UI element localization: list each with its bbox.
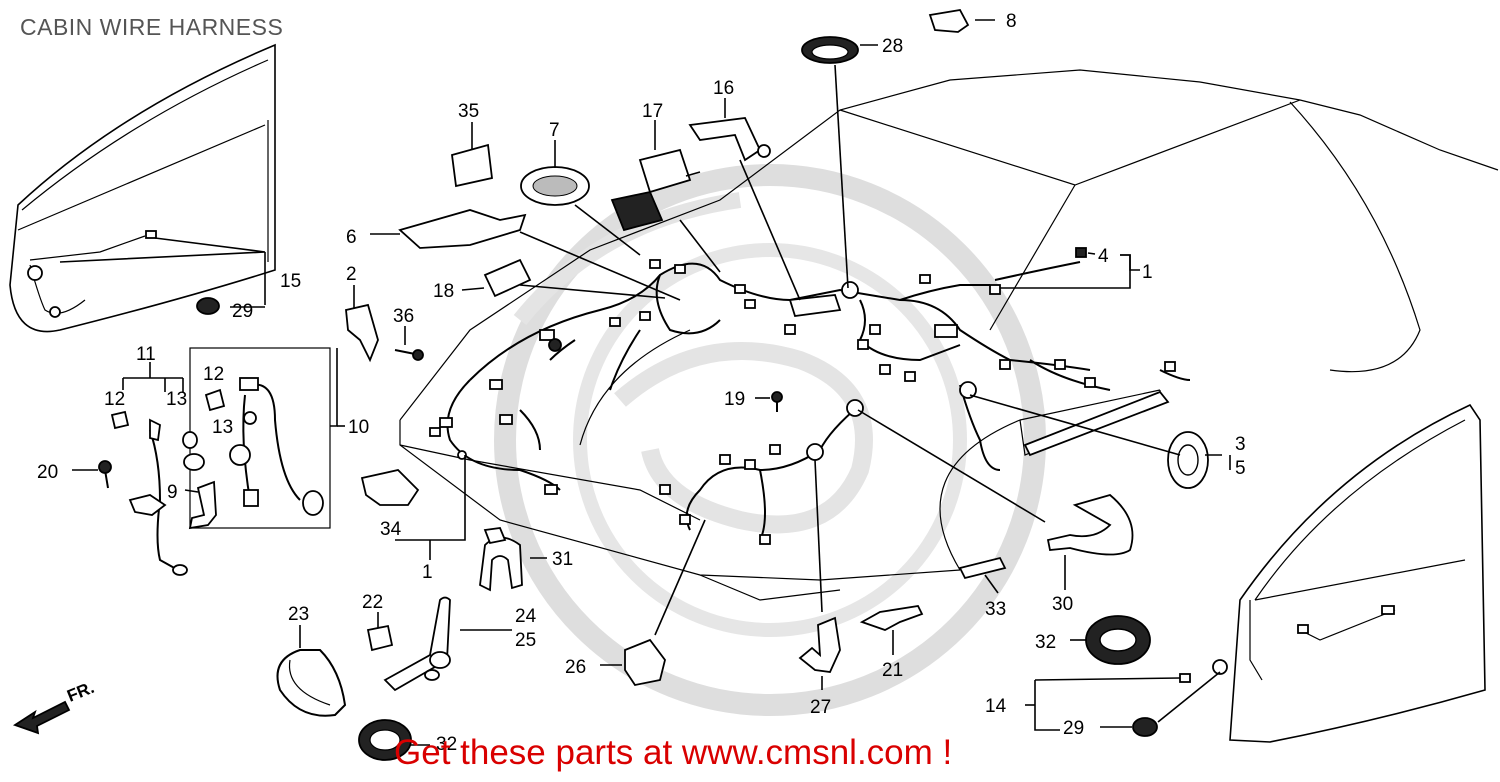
part-27-shape — [798, 616, 841, 673]
part-17-shape — [638, 148, 692, 194]
callout-35: 35 — [458, 101, 479, 122]
direction-label: FR. — [64, 678, 97, 706]
callout-13a: 13 — [166, 389, 187, 410]
car-body-outline — [399, 69, 1499, 601]
callout-17: 17 — [642, 101, 663, 122]
callout-21: 21 — [882, 660, 903, 681]
callout-30: 30 — [1052, 594, 1073, 615]
callout-32a: 32 — [436, 734, 457, 755]
part-18-shape — [483, 258, 532, 298]
part-31-shape — [479, 536, 523, 592]
callout-20: 20 — [37, 462, 58, 483]
callout-11: 11 — [136, 344, 156, 365]
watermark-emblem — [494, 164, 1046, 716]
callout-8: 8 — [1006, 11, 1017, 32]
part-34-shape — [360, 469, 420, 506]
callout-2: 2 — [346, 264, 357, 285]
left-door — [9, 43, 276, 333]
callout-27: 27 — [810, 697, 831, 718]
callout-24: 24 — [515, 606, 537, 627]
part-9-shape — [188, 480, 217, 530]
callout-26: 26 — [565, 657, 586, 678]
harness-connectors — [429, 259, 1176, 545]
callout-29a: 29 — [232, 301, 253, 322]
callout-15: 15 — [280, 271, 301, 292]
part-21-shape — [859, 605, 924, 631]
part-13-shape — [182, 431, 198, 449]
part-29a-shape — [196, 297, 220, 315]
callout-4: 4 — [1098, 246, 1109, 267]
front-direction-arrow: FR. — [12, 678, 97, 735]
callout-23: 23 — [288, 604, 309, 625]
callout-16: 16 — [713, 78, 734, 99]
callout-10: 10 — [348, 417, 369, 438]
part-23-shape — [276, 649, 347, 717]
callout-22: 22 — [362, 592, 383, 613]
callout-31: 31 — [552, 549, 573, 570]
part-12a-shape — [110, 410, 130, 430]
callout-13b: 13 — [212, 417, 233, 438]
part-35-shape — [451, 143, 493, 188]
part-26-shape — [624, 638, 666, 687]
part-16-shape — [688, 117, 762, 162]
callout-18: 18 — [433, 281, 454, 302]
part-36-shape — [394, 349, 416, 355]
callout-36: 36 — [393, 306, 414, 327]
callout-9: 9 — [167, 482, 178, 503]
callout-29b: 29 — [1063, 718, 1084, 739]
right-door — [1229, 403, 1486, 743]
callout-7: 7 — [549, 120, 560, 141]
page-title: CABIN WIRE HARNESS — [20, 14, 284, 40]
callout-33: 33 — [985, 599, 1006, 620]
callout-28: 28 — [882, 36, 903, 57]
callout-1b: 1 — [422, 562, 433, 583]
callout-6: 6 — [346, 227, 357, 248]
part-4-shape — [1075, 247, 1087, 258]
callout-34: 34 — [380, 519, 402, 540]
part-shapes — [98, 9, 1228, 761]
callout-32b: 32 — [1035, 632, 1056, 653]
leader-lines — [59, 19, 1231, 746]
part-8-shape — [928, 9, 970, 33]
part-6-shape — [398, 209, 527, 249]
part-22-shape — [366, 624, 394, 652]
callout-5: 5 — [1235, 458, 1246, 479]
callout-3: 3 — [1235, 434, 1246, 455]
part-24-shape — [383, 596, 451, 692]
part-2-shape — [345, 303, 379, 363]
part-30-shape — [1046, 494, 1134, 556]
callout-12b: 12 — [203, 364, 224, 385]
callout-19: 19 — [724, 389, 745, 410]
callout-labels: 8 28 35 7 17 16 6 18 2 36 19 4 1 3 5 15 … — [37, 11, 1246, 755]
part-29b-shape — [1132, 717, 1158, 737]
callout-12a: 12 — [104, 389, 125, 410]
callout-25: 25 — [515, 630, 536, 651]
callout-1a: 1 — [1142, 262, 1153, 283]
part-33-shape — [958, 556, 1007, 580]
promo-banner[interactable]: Get these parts at www.cmsnl.com ! — [394, 733, 953, 772]
callout-14: 14 — [985, 696, 1007, 717]
